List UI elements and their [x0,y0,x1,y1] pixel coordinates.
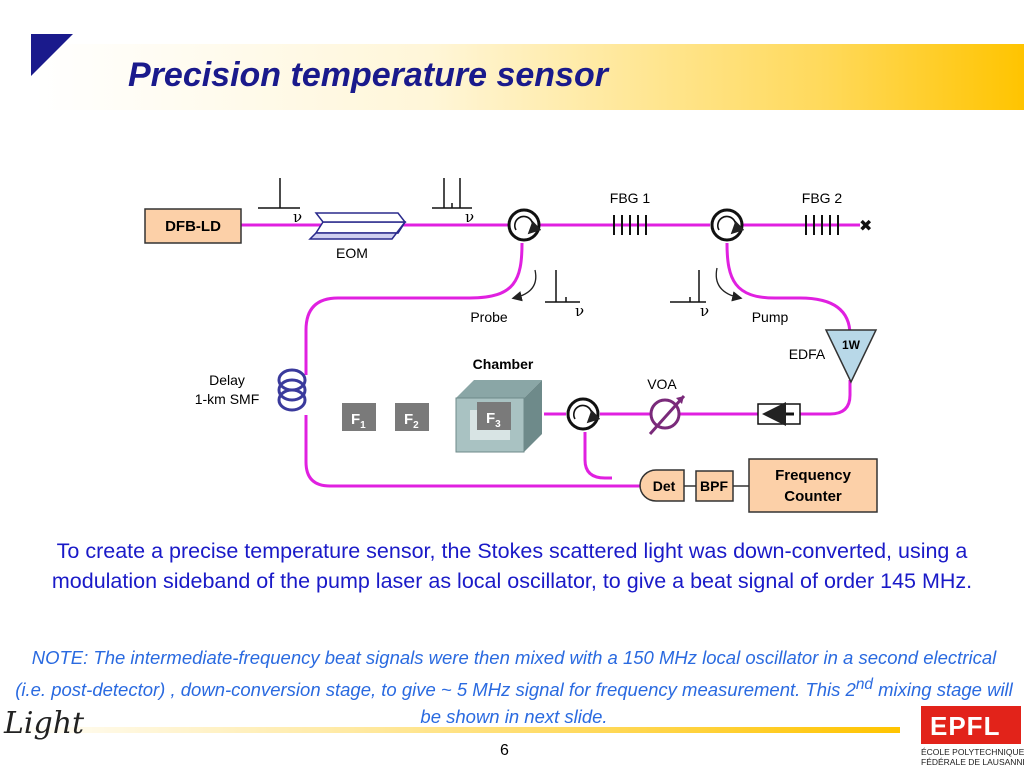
spectrum-pump-icon [670,270,706,303]
f1-sub: 1 [360,420,366,431]
bpf-box [695,470,734,502]
voa-attenuator [648,394,686,436]
fiber-end-mark: ✖ [859,216,872,235]
nu-label-1: ν [293,208,302,226]
f3-sub: 3 [495,419,501,430]
light-logo: Light [4,706,85,741]
nu-label-4: ν [700,302,709,320]
frequency-counter-box [748,458,878,513]
epfl-subtitle-2: FÉDÉRALE DE LAUSANNE [921,757,1024,767]
filter-f3: F3 [477,402,511,430]
svg-text:F1: F1 [351,411,366,431]
filter-f1: F1 [342,403,376,431]
delay-label: Delay [209,372,245,388]
fbg2-label: FBG 2 [802,190,843,206]
edfa-label: EDFA [789,346,826,362]
nu-label-3: ν [575,302,584,320]
circulator-3 [566,397,601,431]
det-label: Det [653,478,676,494]
fbg1-label: FBG 1 [610,190,651,206]
f2-letter: F [404,411,413,428]
page-number: 6 [500,742,509,759]
voa-label: VOA [647,376,677,392]
eom-modulator [308,212,407,240]
eom-label: EOM [336,245,368,261]
svg-text:F2: F2 [404,411,419,431]
edfa-amplifier [824,329,878,384]
pump-arrow [715,267,743,302]
spectrum-single-icon [258,178,300,209]
spectrum-sideband-icon [432,178,472,209]
filter-f2: F2 [395,403,429,431]
pump-label: Pump [752,309,789,325]
spectrum-probe-icon [545,270,580,303]
description-paragraph: To create a precise temperature sensor, … [51,539,973,593]
probe-arrow [511,269,537,302]
probe-label: Probe [470,309,508,325]
epfl-subtitle-1: ÉCOLE POLYTECHNIQUE [921,747,1024,757]
title-bar [36,44,1024,110]
fbg1-grating [613,215,647,235]
counter-line-1: Frequency [775,467,852,484]
dfb-ld-box [144,208,242,244]
isolator [757,402,801,426]
note-paragraph: NOTE: The intermediate-frequency beat si… [14,644,1014,730]
fiber-lines [241,223,860,488]
nu-label-2: ν [465,208,474,226]
f1-letter: F [351,411,360,428]
dfb-ld-label: DFB-LD [165,218,221,235]
setup-diagram: DFB-LD EOM ν ν FBG 1 FBG 2 [144,178,878,513]
edfa-power-label: 1W [842,338,861,352]
circulator-1 [507,208,542,242]
smf-label: 1-km SMF [195,391,260,407]
slide-title: Precision temperature sensor [128,56,608,94]
note-text-before: NOTE: The intermediate-frequency beat si… [15,647,997,701]
delay-coil [277,368,307,412]
detector [639,469,685,502]
footer-bar [0,727,900,733]
note-text-after: mixing stage will be shown in next slide… [420,679,1013,728]
counter-line-2: Counter [784,488,842,505]
svg-text:F3: F3 [486,410,501,430]
note-superscript: nd [855,676,873,693]
epfl-logo [921,706,1021,744]
f2-sub: 2 [413,420,419,431]
f3-letter: F [486,410,495,427]
epfl-logo-text: EPFL [930,711,1001,741]
fbg2-grating [805,215,839,235]
bpf-label: BPF [700,478,728,494]
corner-triangle [31,34,73,76]
circulator-2 [710,208,745,242]
chamber-label: Chamber [473,356,534,372]
